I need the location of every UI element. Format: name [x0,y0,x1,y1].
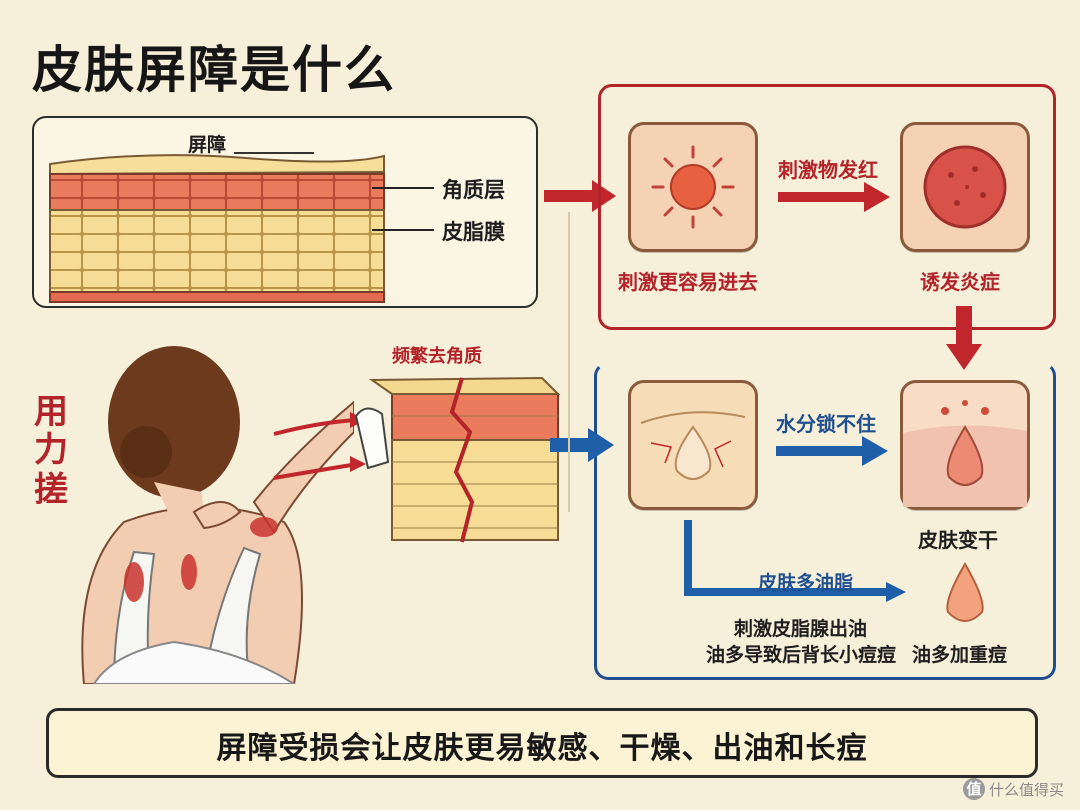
summary-bar: 屏障受损会让皮肤更易敏感、干燥、出油和长痘 [46,708,1038,778]
rub-text-2: 力 [34,430,68,470]
back-acne-label: 油多导致后背长小痘痘 [706,644,897,666]
stratum-corneum-label: 角质层 [442,178,505,202]
summary-text: 屏障受损会让皮肤更易敏感、干燥、出油和长痘 [216,731,868,766]
rub-text-3: 搓 [34,470,68,510]
dry-skin-card [628,380,758,510]
vertical-divider [568,212,570,512]
inflammation-card [900,122,1030,252]
sun-irritant-icon [651,145,735,229]
blue-flow-box [594,362,1056,680]
blue-arrow-left [550,428,614,462]
watermark-icon: 值 [962,778,985,800]
water-lock-label: 水分锁不住 [776,412,876,436]
blue-arrow-middle [776,436,888,466]
layer-pointer-lines [372,187,434,231]
red-arrow-down [946,306,982,370]
barrier-label: 屏障 [188,134,227,156]
watermark-text: 什么值得买 [988,780,1064,799]
blue-arrow-oily [684,520,906,602]
cracked-water-drop-icon [640,411,746,480]
page-title: 皮肤屏障是什么 [32,41,396,99]
worse-acne-label: 油多加重痘 [912,644,1008,666]
irritant-red-label: 刺激物发红 [778,158,878,182]
inflammation-label: 诱发炎症 [920,270,1000,294]
sebum-film-label: 皮脂膜 [442,220,505,244]
red-arrow-middle [778,182,890,212]
oil-drop-icon [946,562,984,622]
water-drop-icon [903,400,1027,507]
watermark: 值 什么值得买 [962,778,1064,800]
cracked-barrier-illustration [354,376,561,543]
oily-skin-label: 皮肤多油脂 [758,572,854,594]
sebaceous-label: 刺激皮脂腺出油 [734,618,868,640]
skin-layer-illustration [49,154,385,303]
barrier-panel: 屏障 角质层 皮脂膜 [32,116,538,308]
barrier-pointer-line [234,152,314,154]
skin-dry-label: 皮肤变干 [918,528,998,552]
stimulus-label: 刺激更容易进去 [618,270,758,294]
frequent-exfoliation-label: 频繁去角质 [392,346,482,367]
inflamed-spot-icon [923,145,1007,229]
rub-text-1: 用 [34,392,68,432]
red-flow-box [598,84,1056,330]
dry-result-card [900,380,1030,510]
woman-back-illustration [81,346,354,684]
stimulus-card [628,122,758,252]
